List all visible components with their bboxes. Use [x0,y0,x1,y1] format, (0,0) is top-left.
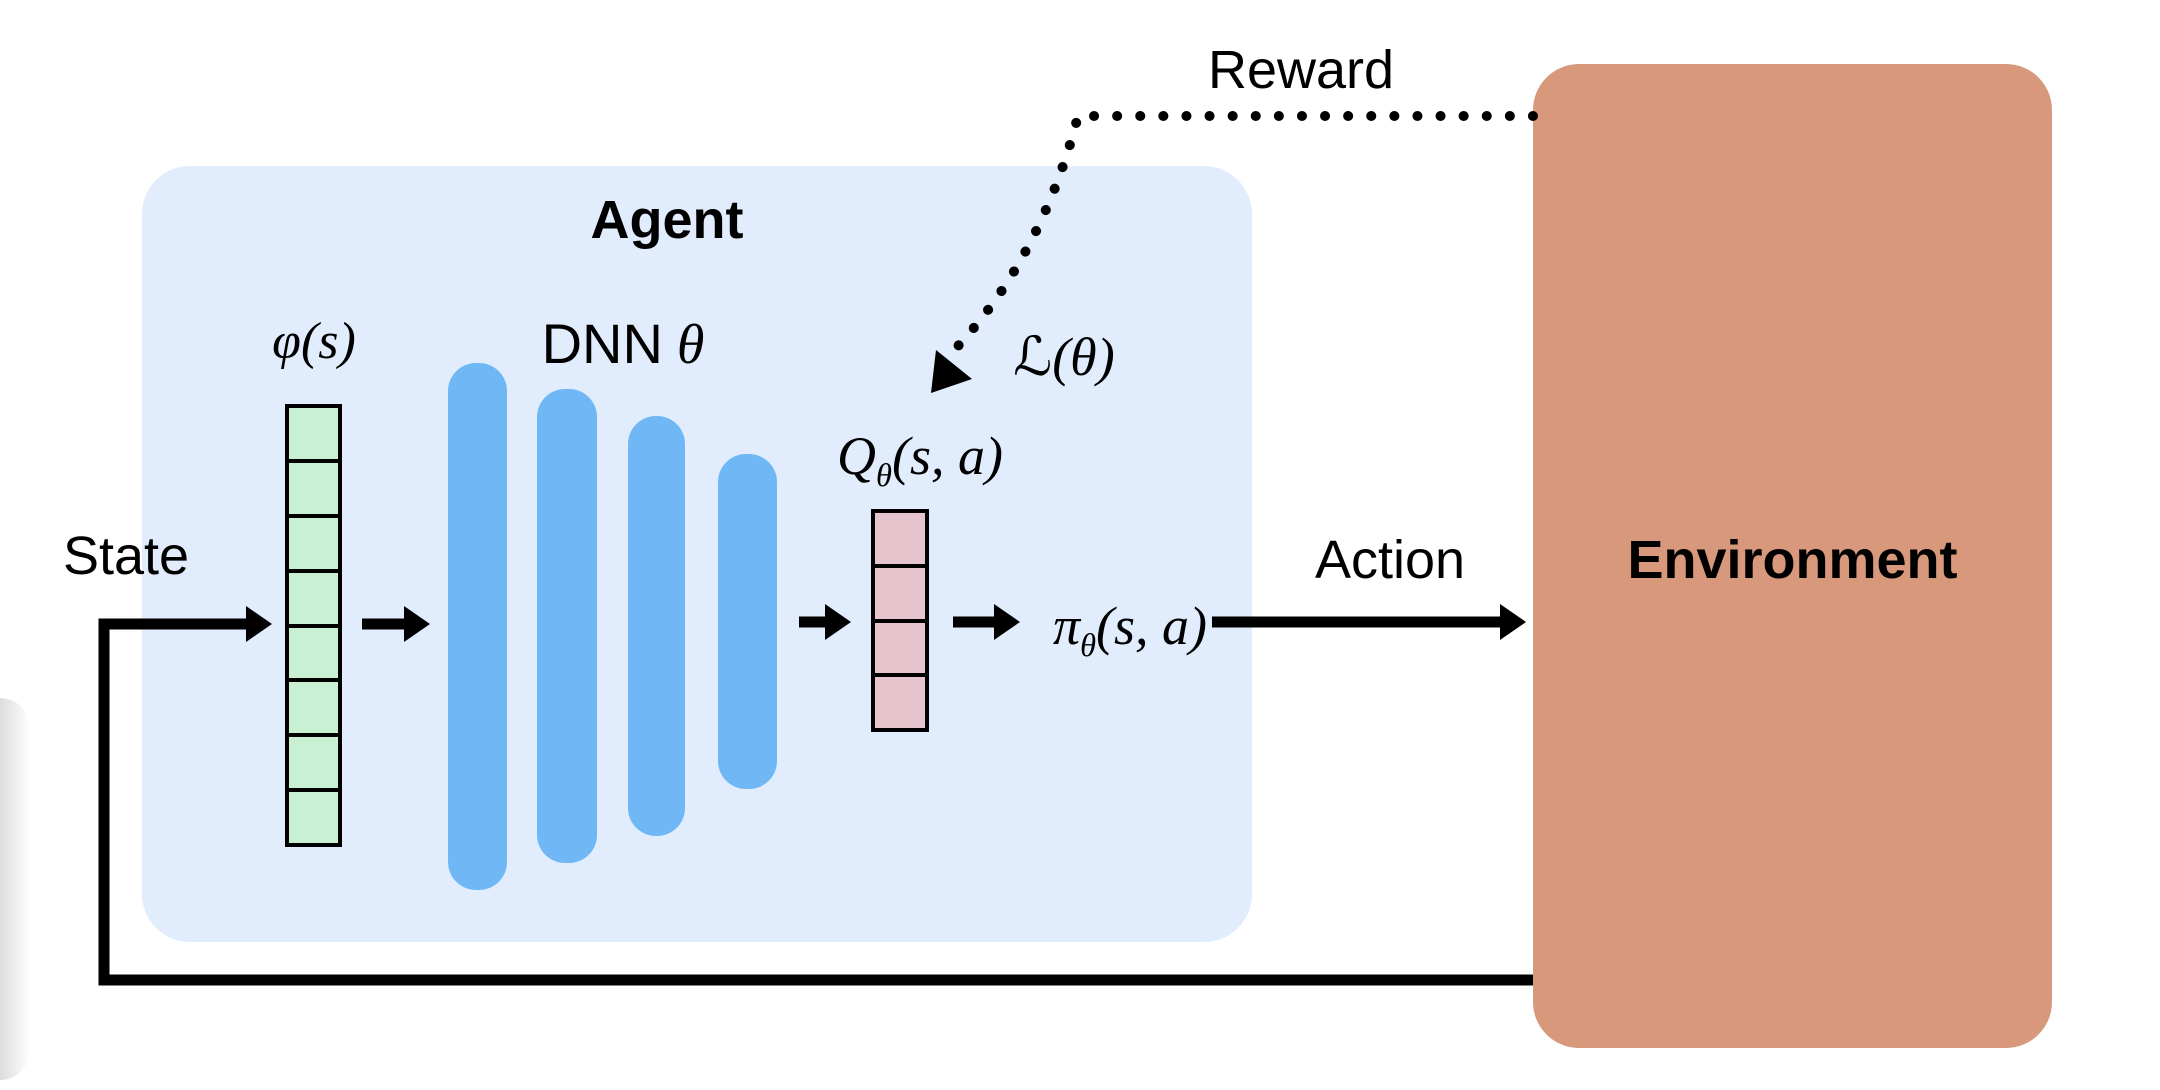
phi-state-features-label: φ(s) [272,313,356,370]
left-edge-shadow [0,698,30,1080]
vector-cell [875,563,925,619]
vector-cell [289,788,338,843]
dnn-layer-bar [628,416,685,836]
script-l-symbol: ℒ [1013,325,1053,388]
action-arrow [1212,604,1526,640]
vector-cell [875,618,925,674]
q-symbol: Q [837,426,877,486]
vector-cell [289,408,338,459]
vector-cell [875,513,925,564]
vector-cell [289,623,338,679]
q-arguments: (s, a) [891,426,1003,486]
dnn-layer-bar [718,454,777,789]
environment-title: Environment [1627,530,1958,590]
vector-cell [875,673,925,728]
agent-title: Agent [590,190,744,250]
vector-cell [289,678,338,733]
vector-cell [289,568,338,624]
loss-function-label: ℒ(θ) [984,328,1144,386]
q-value-vector [871,509,929,732]
reward-label: Reward [1207,40,1395,100]
pi-symbol: π [1053,596,1081,656]
q-subscript: θ [876,457,892,494]
action-label: Action [1314,530,1466,590]
vector-cell [289,458,338,514]
dnn-layer-bar [537,389,597,863]
dnn-text: DNN [541,312,663,375]
pi-arguments: (s, a) [1096,596,1207,656]
environment-box [1533,64,2052,1048]
policy-label: πθ(s, a) [1040,596,1220,662]
vector-cell [289,513,338,569]
q-function-label: Qθ(s, a) [830,426,1010,492]
vector-cell [289,733,338,788]
state-label: State [62,526,190,586]
state-feature-vector [285,404,342,847]
dnn-layer-bar [448,363,507,890]
pi-subscript: θ [1080,627,1096,664]
loss-arguments: (θ) [1052,327,1115,387]
theta-symbol: θ [676,314,705,376]
